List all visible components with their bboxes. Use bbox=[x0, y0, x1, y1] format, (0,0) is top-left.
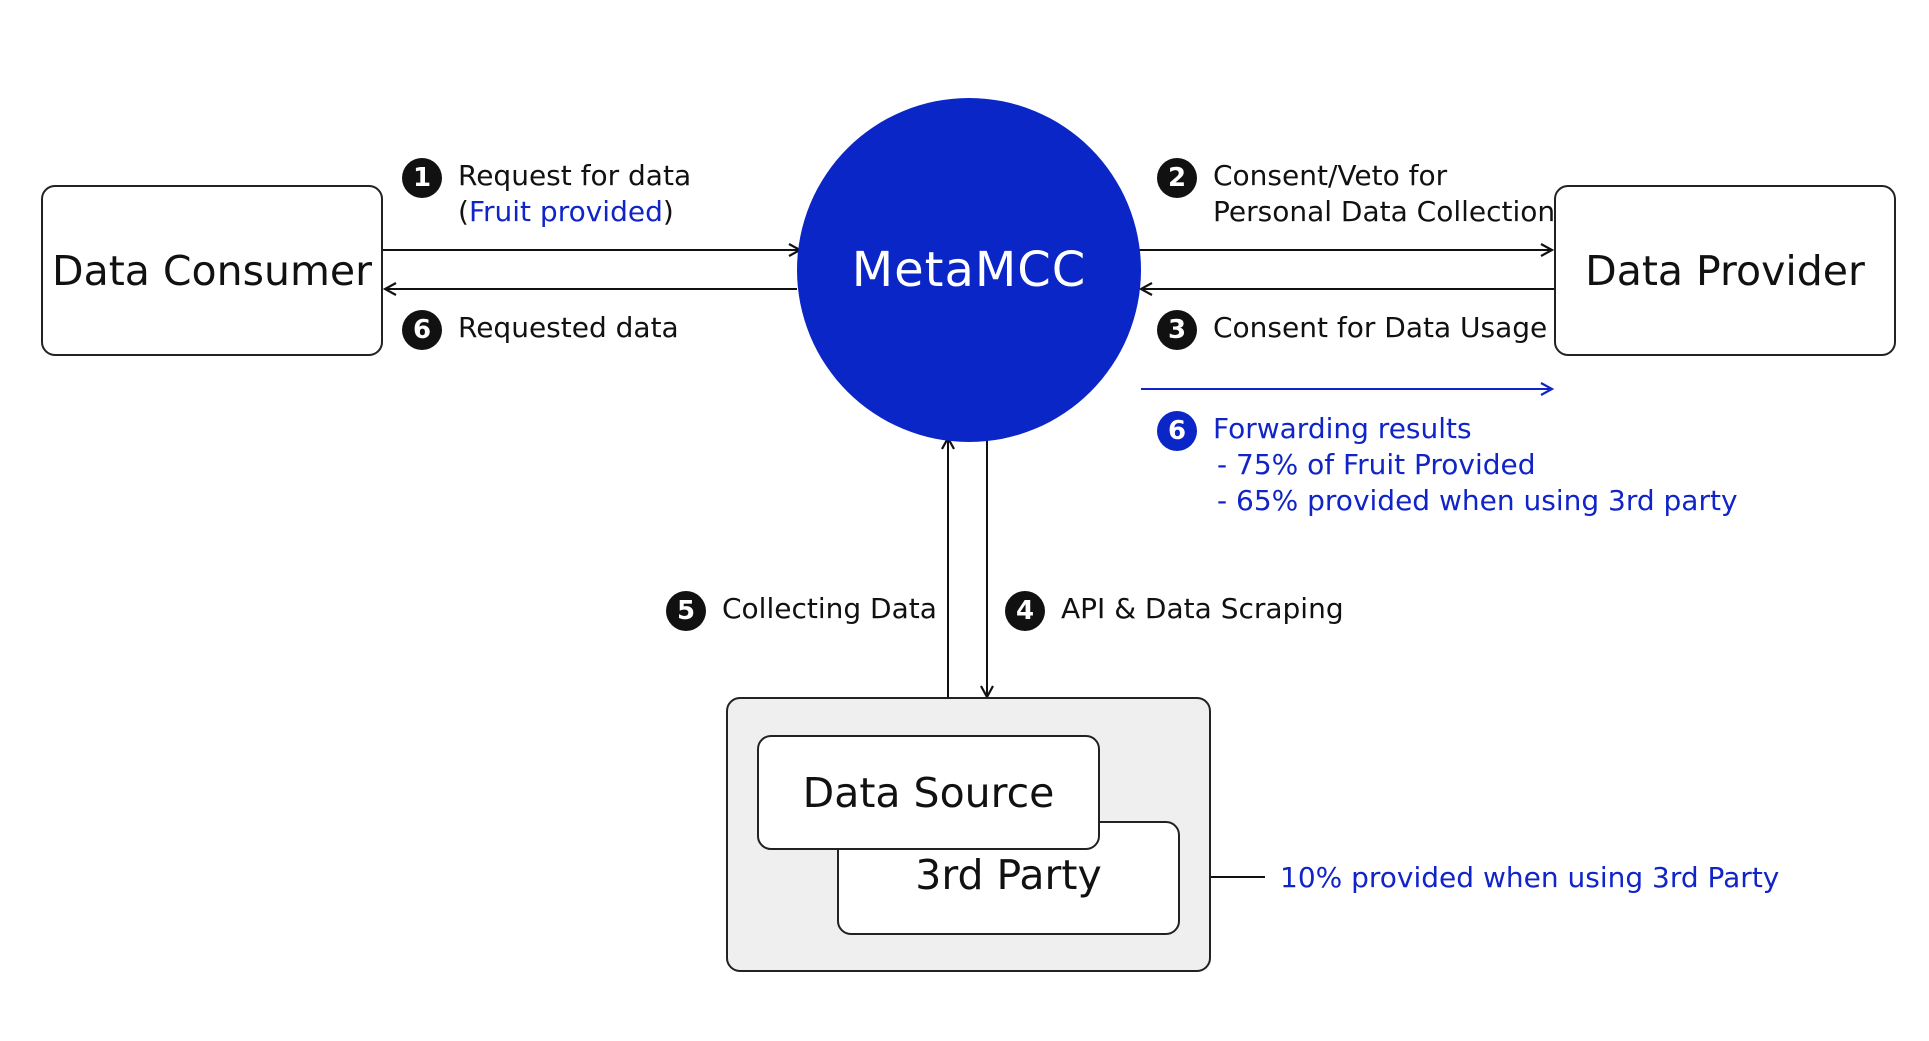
third-party-note: 10% provided when using 3rd Party bbox=[1280, 861, 1780, 894]
api-scraping-text: API & Data Scraping bbox=[1061, 592, 1344, 625]
data-consumer-box: Data Consumer bbox=[41, 185, 383, 356]
step-4-api-label: 4 API & Data Scraping bbox=[1005, 591, 1344, 631]
step-2-badge: 2 bbox=[1157, 158, 1197, 198]
step-6-forwarding-label: 6 Forwarding results - 75% of Fruit Prov… bbox=[1157, 411, 1738, 519]
forwarding-bullet: - 75% of Fruit Provided bbox=[1217, 448, 1536, 481]
step-1-line2: (Fruit provided) bbox=[458, 195, 674, 228]
step-5-collecting-label: 5 Collecting Data bbox=[666, 591, 937, 631]
forwarding-title: Forwarding results bbox=[1213, 412, 1472, 445]
step-2-consent-veto-label: 2 Consent/Veto for Personal Data Collect… bbox=[1157, 158, 1555, 230]
step-1-badge: 1 bbox=[402, 158, 442, 198]
step-1-request-label: 1 Request for data (Fruit provided) bbox=[402, 158, 691, 230]
metamcc-label: MetaMCC bbox=[851, 242, 1087, 298]
data-provider-box: Data Provider bbox=[1554, 185, 1896, 356]
consent-usage-text: Consent for Data Usage bbox=[1213, 311, 1548, 344]
forwarding-bullet: - 65% provided when using 3rd party bbox=[1217, 484, 1738, 517]
data-consumer-label: Data Consumer bbox=[52, 246, 372, 295]
requested-data-text: Requested data bbox=[458, 311, 679, 344]
step-3-badge: 3 bbox=[1157, 310, 1197, 350]
step-2-line2: Personal Data Collection bbox=[1213, 195, 1556, 228]
step-3-consent-usage-label: 3 Consent for Data Usage bbox=[1157, 310, 1547, 350]
step-6-requested-label: 6 Requested data bbox=[402, 310, 679, 350]
metamcc-hub: MetaMCC bbox=[797, 98, 1141, 442]
step-6-forwarding-badge: 6 bbox=[1157, 411, 1197, 451]
data-source-box: Data Source bbox=[757, 735, 1100, 850]
third-party-label: 3rd Party bbox=[915, 851, 1102, 899]
step-4-badge: 4 bbox=[1005, 591, 1045, 631]
step-6-badge: 6 bbox=[402, 310, 442, 350]
fruit-provided-highlight: Fruit provided bbox=[468, 195, 663, 228]
step-2-line1: Consent/Veto for bbox=[1213, 159, 1448, 192]
step-5-badge: 5 bbox=[666, 591, 706, 631]
data-provider-label: Data Provider bbox=[1585, 246, 1865, 295]
data-source-label: Data Source bbox=[802, 768, 1055, 817]
collecting-data-text: Collecting Data bbox=[722, 592, 937, 625]
step-1-line1: Request for data bbox=[458, 159, 692, 192]
